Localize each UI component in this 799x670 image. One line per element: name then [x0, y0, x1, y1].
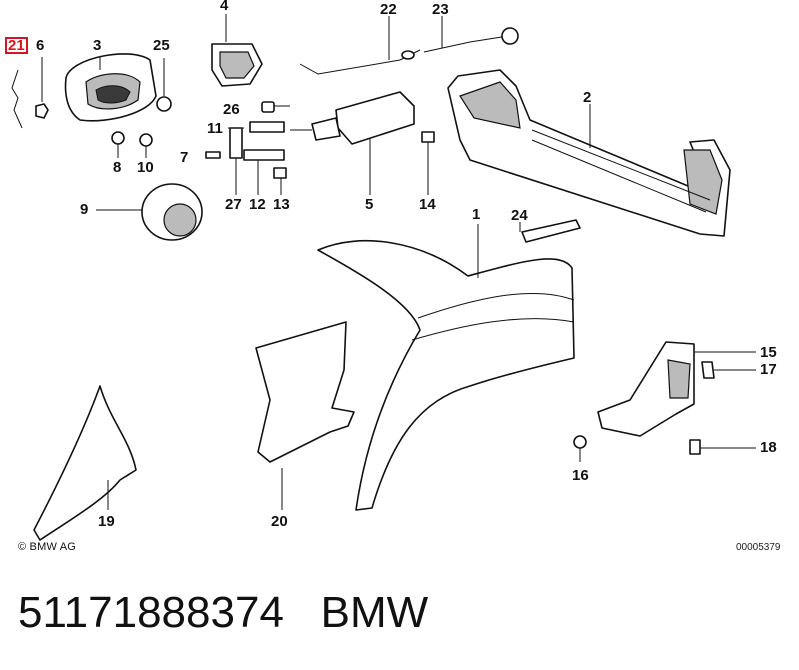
- callout-18[interactable]: 18: [760, 439, 777, 456]
- caption-gap: [284, 588, 321, 637]
- part-4-bracket: [211, 14, 263, 87]
- part-2-inner-panel: [447, 69, 731, 237]
- part-9-grommet: [96, 183, 203, 241]
- callout-27[interactable]: 27: [225, 196, 242, 213]
- callout-15[interactable]: 15: [760, 344, 777, 361]
- diagram-reference-number: 00005379: [736, 542, 781, 553]
- part-24-trim: [519, 219, 581, 243]
- part-8-nut: [111, 131, 125, 158]
- callout-1[interactable]: 1: [472, 206, 481, 223]
- part-1-side-panel: [317, 224, 575, 511]
- callout-14[interactable]: 14: [419, 196, 436, 213]
- part-21-wire: [11, 69, 23, 129]
- callout-25[interactable]: 25: [153, 37, 170, 54]
- callout-5[interactable]: 5: [365, 196, 374, 213]
- callout-6[interactable]: 6: [36, 37, 45, 54]
- part-17-clip: [701, 361, 756, 379]
- callout-3[interactable]: 3: [93, 37, 102, 54]
- callout-17[interactable]: 17: [760, 361, 777, 378]
- part-6-clip: [35, 57, 49, 119]
- callout-7[interactable]: 7: [180, 149, 189, 166]
- part-19-wheel-arch: [33, 385, 137, 541]
- parts-diagram: 21 6 3 25 4 22 23 2 26 11 7 8 10 9 27 12…: [5, 0, 781, 553]
- callout-11[interactable]: 11: [207, 120, 223, 137]
- part-13-nut: [273, 167, 287, 195]
- callout-13[interactable]: 13: [273, 196, 290, 213]
- part-20-lower-panel: [255, 321, 355, 510]
- callout-19[interactable]: 19: [98, 513, 115, 530]
- part-caption: 51171888374 BMW: [18, 588, 428, 638]
- callout-21[interactable]: 21: [5, 37, 28, 54]
- callout-26[interactable]: 26: [223, 101, 240, 118]
- part-7-screw: [205, 151, 221, 159]
- part-10-nut: [139, 133, 153, 158]
- callout-9[interactable]: 9: [80, 201, 89, 218]
- part-14-screw: [421, 131, 435, 195]
- part-16-nut: [573, 435, 587, 462]
- part-12-bolt: [243, 149, 285, 195]
- callout-24[interactable]: 24: [511, 207, 528, 224]
- callout-20[interactable]: 20: [271, 513, 288, 530]
- callout-2[interactable]: 2: [583, 89, 592, 106]
- callout-8[interactable]: 8: [113, 159, 122, 176]
- part-22-cable: [299, 16, 421, 75]
- part-3-filler-housing: [64, 53, 157, 122]
- callout-12[interactable]: 12: [249, 196, 266, 213]
- part-27-bracket: [229, 127, 243, 195]
- parts-illustration: [11, 14, 756, 541]
- part-26-plug: [261, 101, 290, 113]
- copyright-text: © BMW AG: [18, 541, 76, 553]
- part-5-actuator: [290, 91, 415, 195]
- part-23-cable: [423, 16, 519, 53]
- part-number: 51171888374: [18, 588, 284, 637]
- callout-16[interactable]: 16: [572, 467, 589, 484]
- callout-4[interactable]: 4: [220, 0, 229, 14]
- part-15-bracket: [597, 341, 756, 437]
- callout-22[interactable]: 22: [380, 1, 397, 18]
- callout-10[interactable]: 10: [137, 159, 154, 176]
- part-18-screw: [689, 439, 756, 455]
- brand-name: BMW: [320, 588, 429, 637]
- callout-23[interactable]: 23: [432, 1, 449, 18]
- part-25-bulb: [156, 58, 172, 112]
